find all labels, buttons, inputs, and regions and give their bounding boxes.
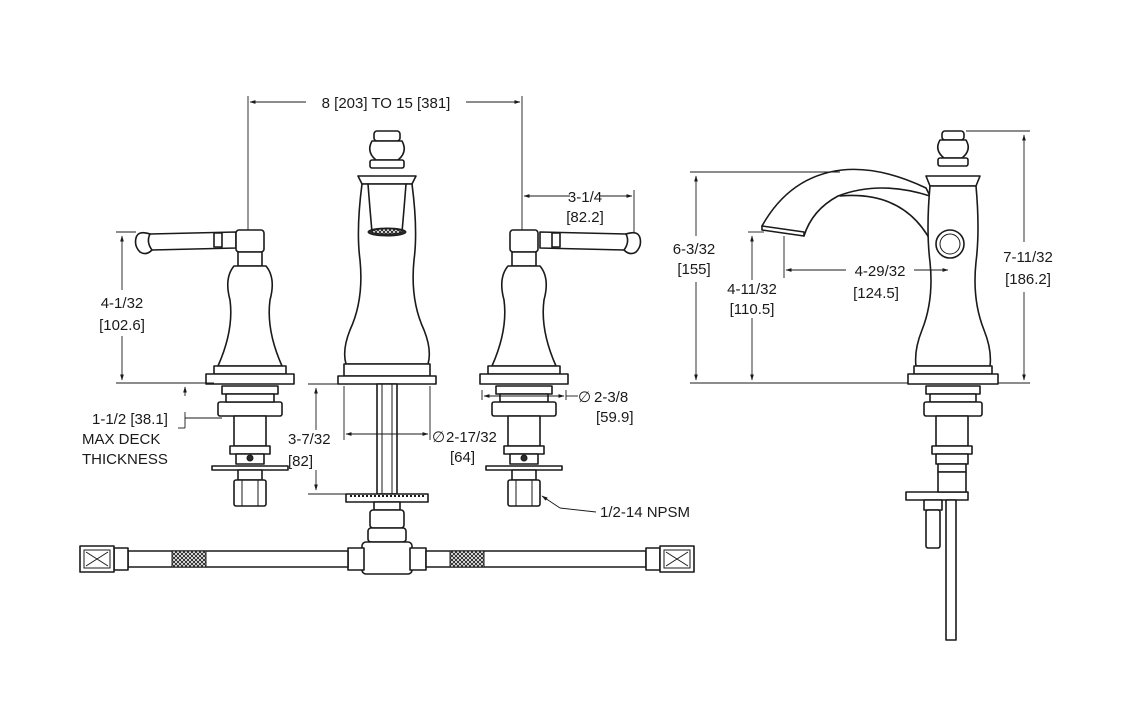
spread-label: 8 [203] TO 15 [381]: [322, 95, 451, 112]
spout-height-in-label: 6-3/32: [673, 241, 716, 258]
shank-length-mm-label: [82]: [288, 453, 313, 470]
spout-reach-mm-label: [124.5]: [853, 285, 899, 302]
deck-thickness-line2-label: MAX DECK: [82, 431, 160, 448]
deck-thickness-line1-label: 1-1/2 [38.1]: [92, 411, 168, 428]
spout-reach-in-label: 4-29/32: [855, 263, 906, 280]
outlet-height-in-label: 4-11/32: [727, 281, 777, 298]
handle-base-dia-mm-label: [59.9]: [596, 409, 634, 426]
overall-height-mm-label: [186.2]: [1005, 271, 1051, 288]
handle-offset-in-label: 3-1/4: [568, 189, 602, 206]
spout-front-view: [337, 130, 437, 543]
dimension-lines: [116, 96, 1030, 513]
dimension-labels: 8 [203] TO 15 [381] 3-1/4 [82.2] 4-1/32 …: [82, 95, 1053, 521]
faucet-side-view: [761, 130, 999, 641]
shank-length-in-label: 3-7/32: [288, 431, 331, 448]
outlet-height-mm-label: [110.5]: [730, 301, 775, 318]
handle-offset-mm-label: [82.2]: [566, 209, 604, 226]
handle-height-in-label: 4-1/32: [101, 295, 144, 312]
handle-height-mm-label: [102.6]: [99, 317, 145, 334]
diameter-symbol-handle: ∅: [578, 389, 591, 406]
diameter-symbol-spout: ∅: [432, 429, 445, 446]
spout-base-dia-mm-label: [64]: [450, 449, 475, 466]
supply-hose-assembly: [79, 541, 695, 575]
spout-height-mm-label: [155]: [677, 261, 710, 278]
handle-base-dia-in-label: 2-3/8: [594, 389, 628, 406]
spout-base-dia-in-label: 2-17/32: [446, 429, 497, 446]
thread-label: 1/2-14 NPSM: [600, 504, 690, 521]
right-handle-front-view: [479, 229, 642, 507]
deck-thickness-line3-label: THICKNESS: [82, 451, 168, 468]
overall-height-in-label: 7-11/32: [1003, 249, 1053, 266]
left-handle-front-view: [134, 229, 295, 507]
